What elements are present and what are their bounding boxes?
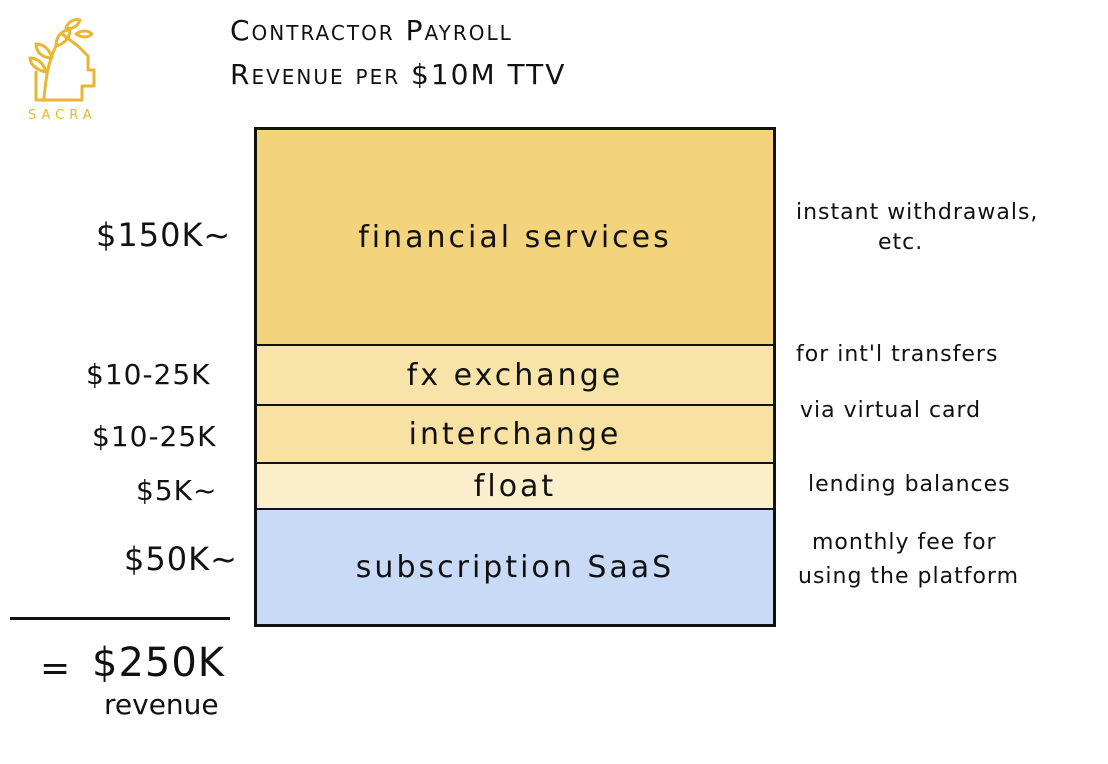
segment-label: subscription SaaS [355, 549, 675, 585]
note-interchange: via virtual card [800, 398, 982, 423]
note-float: lending balances [808, 472, 1011, 497]
total-divider [10, 617, 230, 620]
total-equals: = [40, 648, 71, 689]
segment-label: float [473, 468, 557, 504]
segment-label: interchange [408, 416, 622, 452]
note-financial-services: instant withdrawals, [796, 200, 1039, 225]
value-fx-exchange: $10-25K [86, 358, 211, 391]
sacra-logo [22, 12, 122, 132]
total-label: revenue [104, 688, 219, 721]
diagram-title-line-2: Revenue per $10M TTV [230, 58, 567, 91]
diagram-title-line-1: Contractor Payroll [230, 14, 513, 47]
note-subscription-saas: using the platform [798, 564, 1019, 589]
sacra-logo-icon [28, 18, 96, 102]
value-subscription-saas: $50K~ [124, 540, 238, 578]
segment-label: fx exchange [406, 357, 624, 393]
value-float: $5K~ [136, 474, 218, 507]
segment-float: float [257, 462, 773, 508]
note-fx-exchange: for int'l transfers [796, 342, 999, 367]
note-financial-services: etc. [878, 230, 924, 255]
segment-interchange: interchange [257, 404, 773, 462]
total-value: $250K [92, 640, 226, 686]
segment-subscription-saas: subscription SaaS [257, 508, 773, 624]
value-interchange: $10-25K [92, 420, 217, 453]
revenue-stack: financial services fx exchange interchan… [254, 127, 776, 627]
segment-fx-exchange: fx exchange [257, 344, 773, 404]
segment-label: financial services [358, 219, 672, 255]
value-financial-services: $150K~ [96, 216, 232, 254]
note-subscription-saas: monthly fee for [812, 530, 997, 555]
sacra-logo-text: SACRA [28, 108, 97, 123]
segment-financial-services: financial services [257, 130, 773, 344]
